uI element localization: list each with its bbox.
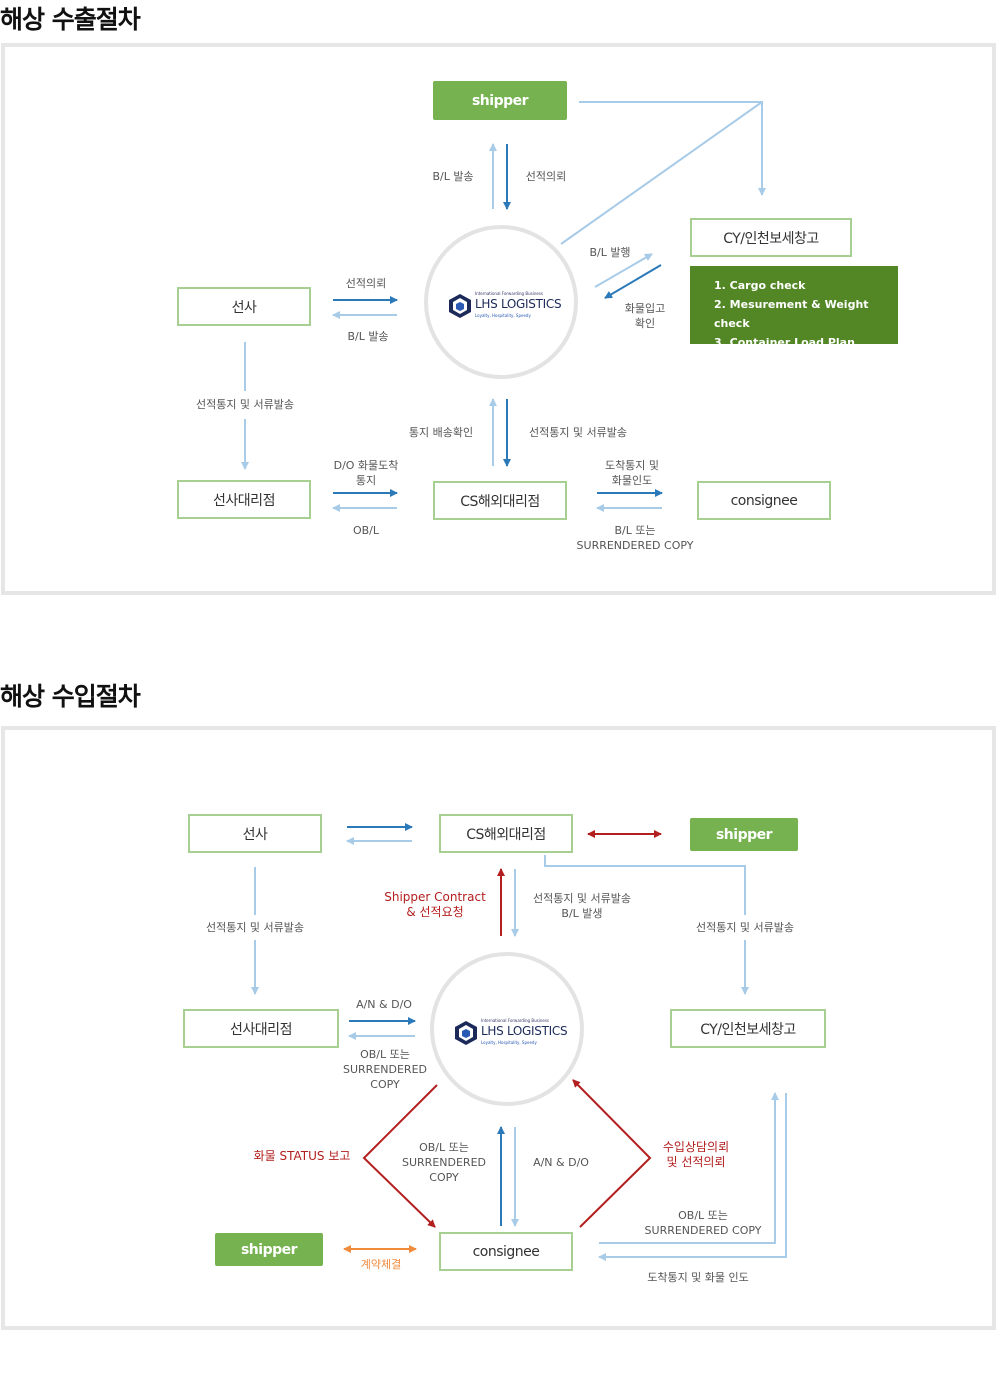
label-an-do-center: A/N & D/O	[533, 1156, 589, 1169]
label-line: 통지	[355, 474, 377, 487]
lhs-to-corner-line	[560, 101, 763, 245]
import-consult-arrow	[572, 1079, 652, 1228]
label-arrival-delivery: 도착통지 및 화물 인도	[647, 1271, 749, 1284]
lhs-cube-logo-icon	[449, 294, 471, 318]
label-line: 도착통지 및	[604, 459, 660, 472]
import-carrier-box: 선사	[188, 814, 322, 853]
lhs-cube-logo-icon	[455, 1021, 477, 1045]
logo-tagline-bottom: Loyalty, Hospitality, Speedy	[481, 1040, 537, 1045]
label-line: OB/L 또는	[678, 1209, 728, 1222]
label-line: 및 선적의뢰	[666, 1155, 726, 1169]
export-cs-agent-box: CS해외대리점	[433, 481, 567, 520]
label-line: OB/L 또는	[419, 1141, 469, 1154]
label-line: 확인	[634, 317, 656, 330]
label-obl-right: OB/L 또는 SURRENDERED COPY	[645, 1208, 762, 1238]
label-line: SURRENDERED	[402, 1156, 486, 1169]
export-diagram-panel: shipper CY/인천보세창고 1. Cargo check 2. Mesu…	[1, 43, 996, 595]
label-line: 선적통지 및 서류발송	[532, 892, 632, 905]
logo-name: LHS LOGISTICS	[475, 297, 562, 311]
label-bl-or: B/L 또는 SURRENDERED COPY	[577, 523, 694, 553]
logo-tagline-top: International Forwarding Business	[475, 291, 543, 296]
label-line: SURRENDERED	[343, 1063, 427, 1076]
label-ship-notice-left: 선적통지 및 서류발송	[195, 398, 295, 411]
logo-tagline-bottom: Loyalty, Hospitality, Speedy	[475, 313, 531, 318]
import-shipper-bottom-box: shipper	[215, 1233, 323, 1266]
import-section-title: 해상 수입절차	[0, 682, 141, 711]
obl-right-arrow	[599, 1092, 779, 1244]
logo-tagline-top: International Forwarding Business	[481, 1018, 549, 1023]
label-obl: OB/L	[352, 524, 380, 537]
export-section-title: 해상 수출절차	[0, 5, 141, 34]
label-booking-left: 선적의뢰	[345, 277, 387, 290]
label-arrival-delivery: 도착통지 및 화물인도	[605, 458, 659, 488]
label-bl-issue: B/L 발행	[589, 246, 631, 259]
status-report-arrow	[362, 1084, 438, 1228]
import-shipper-top-box: shipper	[690, 818, 798, 851]
export-cy-box: CY/인천보세창고	[690, 218, 852, 257]
cs-to-cy-line	[544, 855, 746, 915]
import-consignee-box: consignee	[439, 1232, 573, 1271]
label-line: 수입상담의뢰	[662, 1140, 730, 1154]
label-bl-send-left: B/L 발송	[347, 330, 389, 343]
label-line: B/L 또는	[614, 524, 656, 537]
label-import-consult: 수입상담의뢰 및 선적의뢰	[663, 1140, 729, 1170]
export-consignee-box: consignee	[697, 481, 831, 520]
label-booking-top: 선적의뢰	[525, 170, 567, 183]
import-diagram-panel: 선사 CS해외대리점 shipper 선사대리점 CY/인천보세창고 shipp…	[1, 726, 996, 1330]
label-line: SURRENDERED COPY	[576, 539, 694, 552]
bl-issue-arrow	[594, 253, 653, 288]
export-carrier-box: 선사	[177, 287, 311, 326]
arrival-delivery-arrow	[598, 1093, 787, 1261]
label-shipper-contract: Shipper Contract & 선적요청	[384, 890, 486, 920]
shipper-to-cy-line	[579, 101, 766, 196]
label-ship-notice-right: 선적통지 및 서류발송	[695, 921, 795, 934]
checklist-item: 3. Container Load Plan	[714, 336, 855, 349]
import-lhs-circle: International Forwarding Business LHS LO…	[430, 952, 584, 1106]
label-line: & 선적요청	[406, 905, 464, 919]
label-line: OB/L 또는	[360, 1048, 410, 1061]
label-line: COPY	[429, 1171, 459, 1184]
import-cs-agent-box: CS해외대리점	[439, 814, 573, 853]
label-ship-notice-center: 선적통지 및 서류발송 B/L 발생	[533, 891, 631, 921]
import-cy-box: CY/인천보세창고	[670, 1009, 826, 1048]
import-arrows	[251, 823, 787, 1261]
label-line: B/L 발생	[561, 907, 603, 920]
export-shipper-box: shipper	[433, 81, 567, 120]
label-line: COPY	[370, 1078, 400, 1091]
lhs-logo: International Forwarding Business LHS LO…	[454, 1018, 576, 1048]
label-line: 화물인도	[611, 474, 653, 487]
label-contract: 계약체결	[360, 1258, 402, 1271]
label-status-report: 화물 STATUS 보고	[253, 1149, 351, 1163]
label-ship-notice-center: 선적통지 및 서류발송	[528, 426, 628, 439]
label-do-arrival: D/O 화물도착 통지	[334, 458, 399, 488]
label-bl-send-top: B/L 발송	[432, 170, 474, 183]
label-line: D/O 화물도착	[333, 459, 399, 472]
label-obl-left: OB/L 또는 SURRENDERED COPY	[343, 1047, 427, 1092]
label-obl-center: OB/L 또는 SURRENDERED COPY	[402, 1140, 486, 1185]
export-arrows	[241, 101, 766, 512]
label-an-do-left: A/N & D/O	[356, 998, 412, 1011]
cargo-in-arrow	[604, 264, 662, 299]
export-carrier-agent-box: 선사대리점	[177, 480, 311, 519]
label-line: Shipper Contract	[384, 890, 486, 904]
label-line: 화물입고	[624, 302, 666, 315]
export-checklist-box: 1. Cargo check 2. Mesurement & Weight ch…	[690, 266, 898, 349]
label-line: SURRENDERED COPY	[644, 1224, 762, 1237]
checklist-item: 2. Mesurement & Weight check	[714, 298, 869, 330]
export-lhs-circle: International Forwarding Business LHS LO…	[424, 225, 578, 379]
lhs-logo: International Forwarding Business LHS LO…	[448, 291, 570, 321]
label-ship-notice-left: 선적통지 및 서류발송	[205, 921, 305, 934]
import-carrier-agent-box: 선사대리점	[183, 1009, 339, 1048]
logo-name: LHS LOGISTICS	[481, 1024, 568, 1038]
label-cargo-in: 화물입고 확인	[625, 301, 665, 331]
label-notice-confirm: 통지 배송확인	[408, 426, 474, 439]
checklist-item: 1. Cargo check	[714, 279, 806, 292]
